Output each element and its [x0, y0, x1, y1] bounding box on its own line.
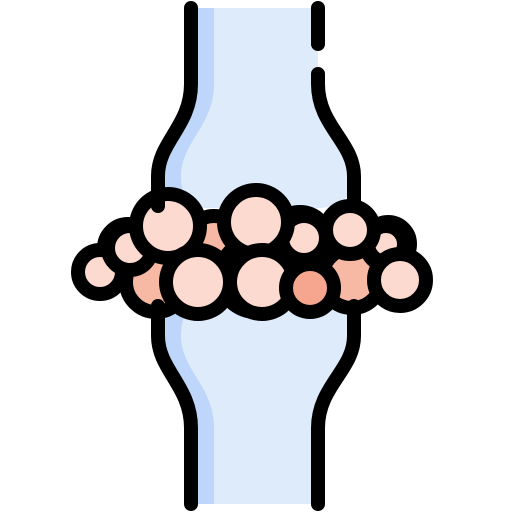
lower-bone-shadow — [158, 300, 214, 504]
lower-left-outline — [151, 299, 198, 511]
upper-right-outline — [311, 67, 361, 213]
cluster-beads — [71, 183, 433, 321]
bone-outlines — [151, 1, 361, 511]
bead — [279, 257, 341, 319]
upper-left-outline — [151, 1, 198, 213]
upper-bone-shadow — [158, 8, 214, 208]
bead — [367, 247, 433, 313]
lower-right-outline — [311, 299, 361, 511]
bead — [319, 199, 381, 261]
bead — [159, 243, 237, 321]
